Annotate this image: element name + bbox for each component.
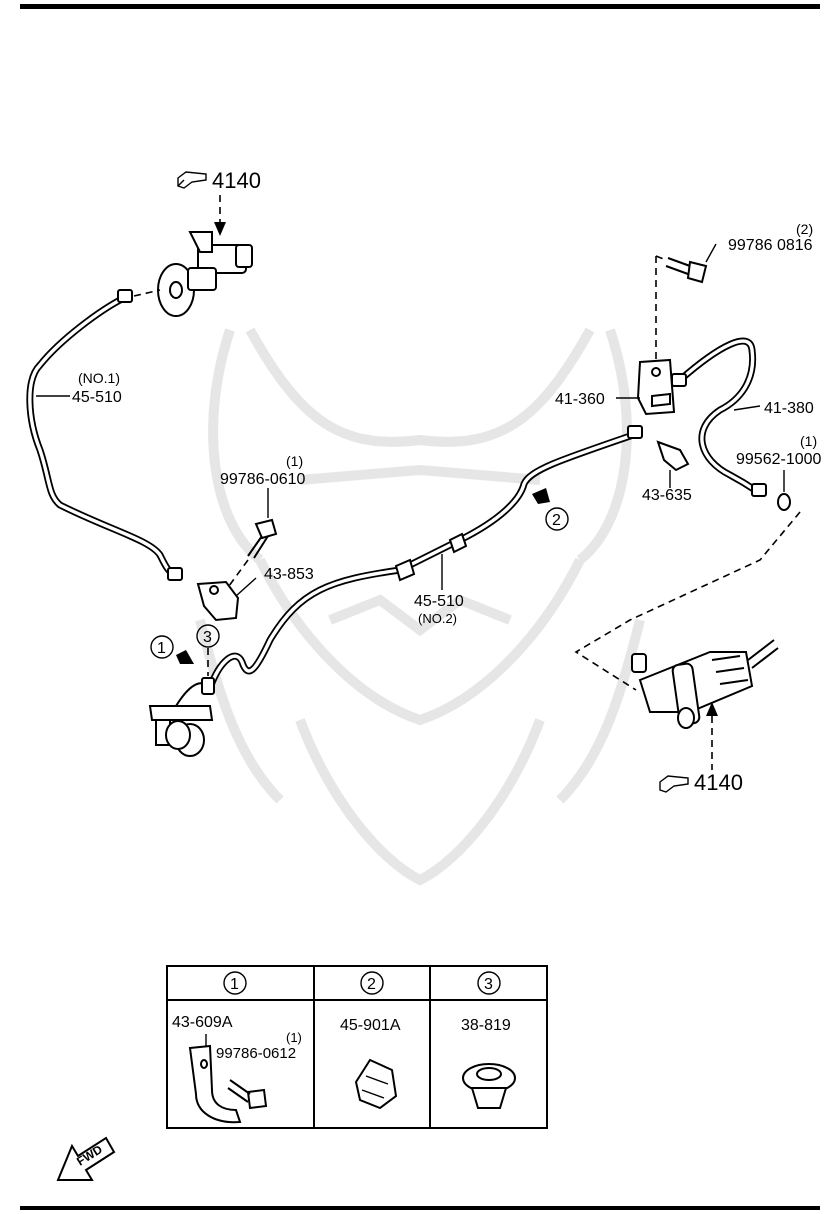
bottom-rule — [20, 1206, 820, 1210]
pipe-no2-note: (NO.2) — [418, 611, 457, 626]
callout-2-arrow-icon — [532, 488, 550, 504]
bolt-top-left-qty: (1) — [286, 453, 303, 469]
stay-bracket — [188, 1044, 242, 1124]
pipe-bracket-assembly — [148, 677, 215, 757]
washer — [777, 493, 791, 511]
push-clip-icon — [462, 1063, 516, 1109]
master-ref-arrow-icon — [214, 222, 226, 236]
pipe-no1 — [26, 289, 183, 581]
washer-to-slave-dash — [574, 511, 801, 691]
hose-leader — [733, 405, 761, 411]
slave-cylinder — [631, 639, 779, 729]
clip — [656, 440, 690, 472]
pointing-hand-icon — [659, 775, 689, 793]
bolt-right-dash-2 — [655, 255, 667, 261]
pipe-no2-number: 45-510 — [414, 593, 464, 610]
bracket-right — [636, 358, 676, 416]
table-header-1: 1 — [230, 976, 239, 993]
bracket-left — [196, 580, 240, 622]
callout-1-arrow-icon — [176, 650, 194, 664]
table-header-3: 3 — [484, 976, 493, 993]
fwd-arrow-icon — [56, 1136, 116, 1181]
callout-1-circle — [150, 635, 174, 659]
table-header-2: 2 — [367, 976, 376, 993]
flex-hose — [671, 337, 767, 497]
bracket-left-number: 43-853 — [264, 566, 314, 583]
stay-bolt — [227, 1079, 268, 1110]
hose-number: 41-380 — [764, 400, 814, 417]
pipe-no2 — [206, 425, 643, 692]
watermark-emblem — [195, 327, 645, 886]
pipe-no1-note: (NO.1) — [78, 370, 120, 386]
pipe-clip-icon — [354, 1058, 398, 1110]
clip-number: 43-635 — [642, 487, 692, 504]
bolt-top-right-qty: (2) — [796, 221, 813, 237]
callout-2: 2 — [552, 512, 561, 529]
col2-part: 45-901A — [340, 1017, 401, 1034]
detail-table: 1 2 3 43-609A (1) 99786-0612 45-901A 38-… — [166, 965, 548, 1129]
bolt-right-leader — [705, 243, 717, 263]
col3-part: 38-819 — [461, 1017, 511, 1034]
bolt-top-left-number: 99786-0610 — [220, 471, 306, 488]
callout-3-circle — [196, 624, 220, 648]
slave-ref-number: 4140 — [694, 770, 743, 795]
pipe-no1-number: 45-510 — [72, 389, 122, 406]
washer-qty: (1) — [800, 433, 817, 449]
pointing-hand-icon — [177, 171, 207, 189]
col1-sub-qty: (1) — [286, 1030, 302, 1045]
master-ref-number: 4140 — [212, 168, 261, 193]
slave-ref-arrow-icon — [706, 702, 718, 716]
bracket-left-leader — [235, 577, 257, 597]
bolt-left-dash — [225, 559, 249, 591]
bolt-top-right-number: 99786 0816 — [728, 237, 813, 254]
top-rule — [20, 4, 820, 9]
col1-part: 43-609A — [172, 1014, 233, 1031]
callout-1: 1 — [157, 640, 166, 657]
callout-2-circle — [545, 507, 569, 531]
master-cylinder — [157, 231, 253, 317]
col1-sub-part: 99786-0612 — [216, 1045, 296, 1062]
bolt-top-left — [247, 518, 278, 559]
callout-3: 3 — [203, 629, 212, 646]
bolt-top-right — [665, 257, 708, 284]
bracket-right-number: 41-360 — [555, 391, 605, 408]
washer-number: 99562-1000 — [736, 451, 822, 468]
